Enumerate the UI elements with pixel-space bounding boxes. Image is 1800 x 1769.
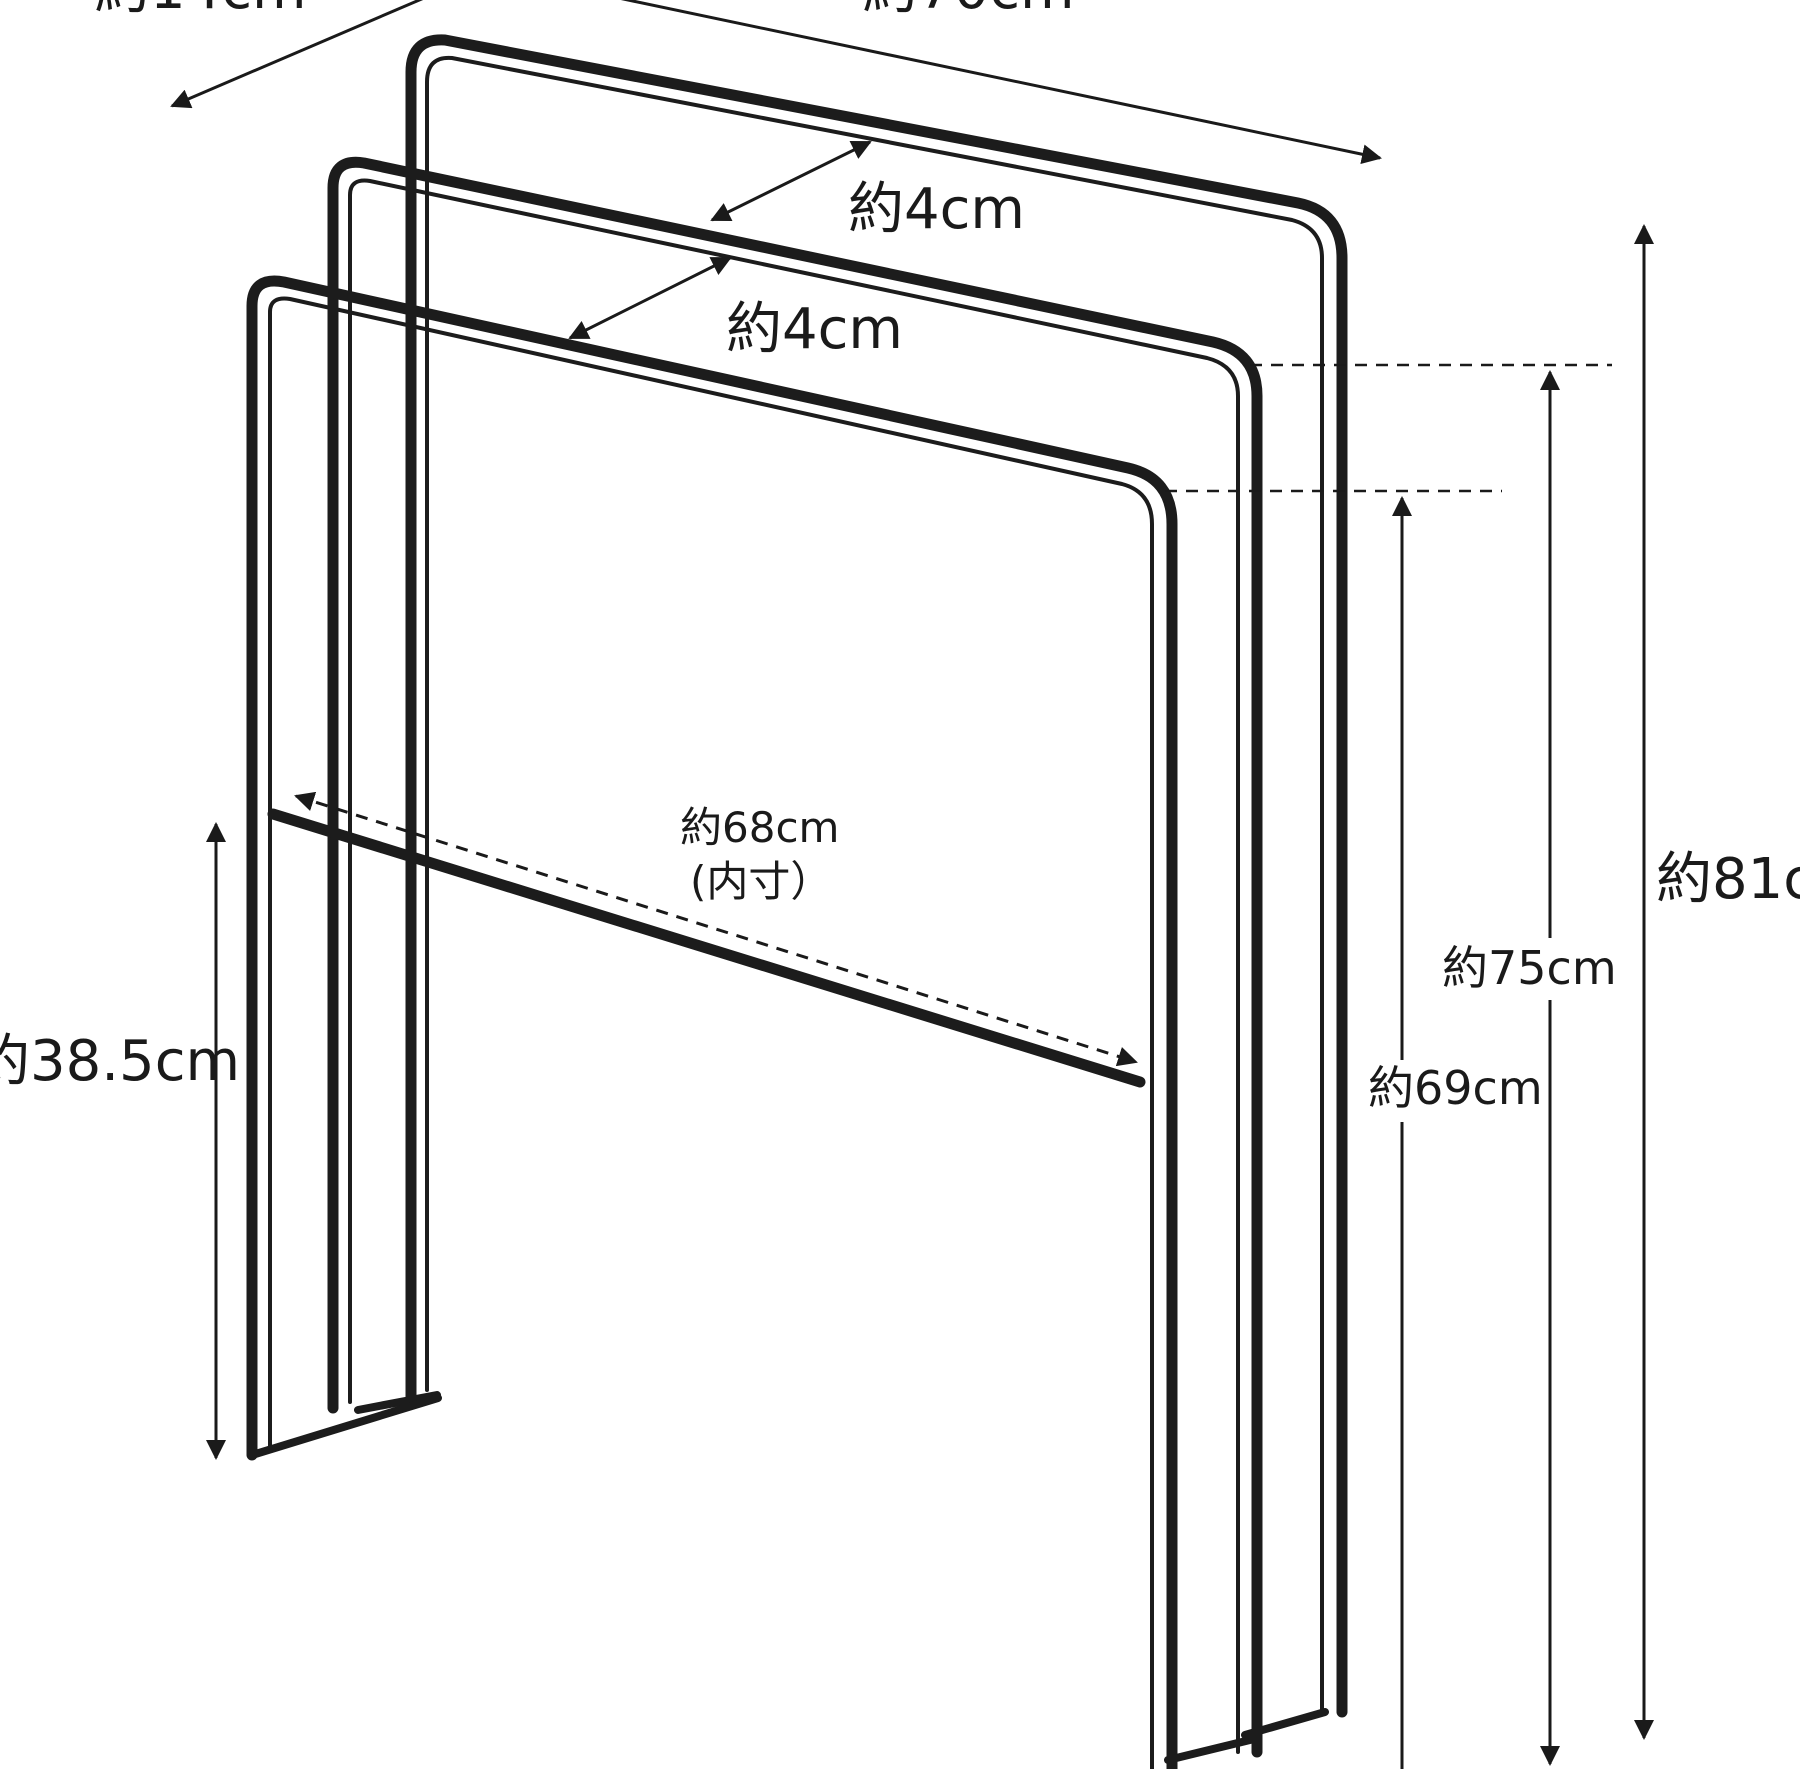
- height-front-label: 約69cm: [1368, 1061, 1543, 1115]
- height-back-label: 約81cm: [1656, 847, 1800, 912]
- back-frame-outer: [405, 34, 1348, 1718]
- label-backdrop-front: [1366, 1060, 1536, 1122]
- width-arrow: [620, 0, 1382, 165]
- label-backdrop-back: [1654, 845, 1800, 925]
- front-frame-foot: [248, 1394, 442, 1459]
- dimension-labels: 約14cm 約70cm 約4cm 約4cm 約68cm (内寸） 約38.5cm…: [0, 0, 1800, 1115]
- middle-frame-outer: [327, 156, 1263, 1758]
- inner-width-label: 約68cm: [680, 803, 839, 852]
- height-middle-label: 約75cm: [1442, 941, 1617, 995]
- bar-gap-lower-arrow: [568, 256, 732, 340]
- middle-frame-foot: [1164, 1736, 1254, 1764]
- middle-frame: [327, 156, 1263, 1764]
- bar-gap-upper-label: 約4cm: [848, 177, 1025, 242]
- back-frame-inner: [425, 55, 1324, 1714]
- depth-arrow: [170, 0, 424, 109]
- front-frame: [246, 275, 1178, 1769]
- back-frame-foot-left: [354, 1391, 441, 1414]
- front-frame-outer: [246, 275, 1178, 1769]
- depth-label: 約14cm: [94, 0, 307, 22]
- middle-frame-inner: [348, 178, 1240, 1754]
- bar-gap-lower-label: 約4cm: [726, 297, 903, 362]
- bar-gap-upper-arrow: [710, 140, 872, 222]
- front-frame-inner: [268, 296, 1154, 1769]
- inner-width-note: (内寸）: [690, 857, 832, 906]
- width-label: 約70cm: [862, 0, 1075, 22]
- dimension-lines: [170, 0, 1654, 1769]
- lower-bar: [267, 808, 1146, 1088]
- label-backdrop-middle: [1442, 938, 1606, 1000]
- lower-bar-height-label: 約38.5cm: [0, 1029, 240, 1094]
